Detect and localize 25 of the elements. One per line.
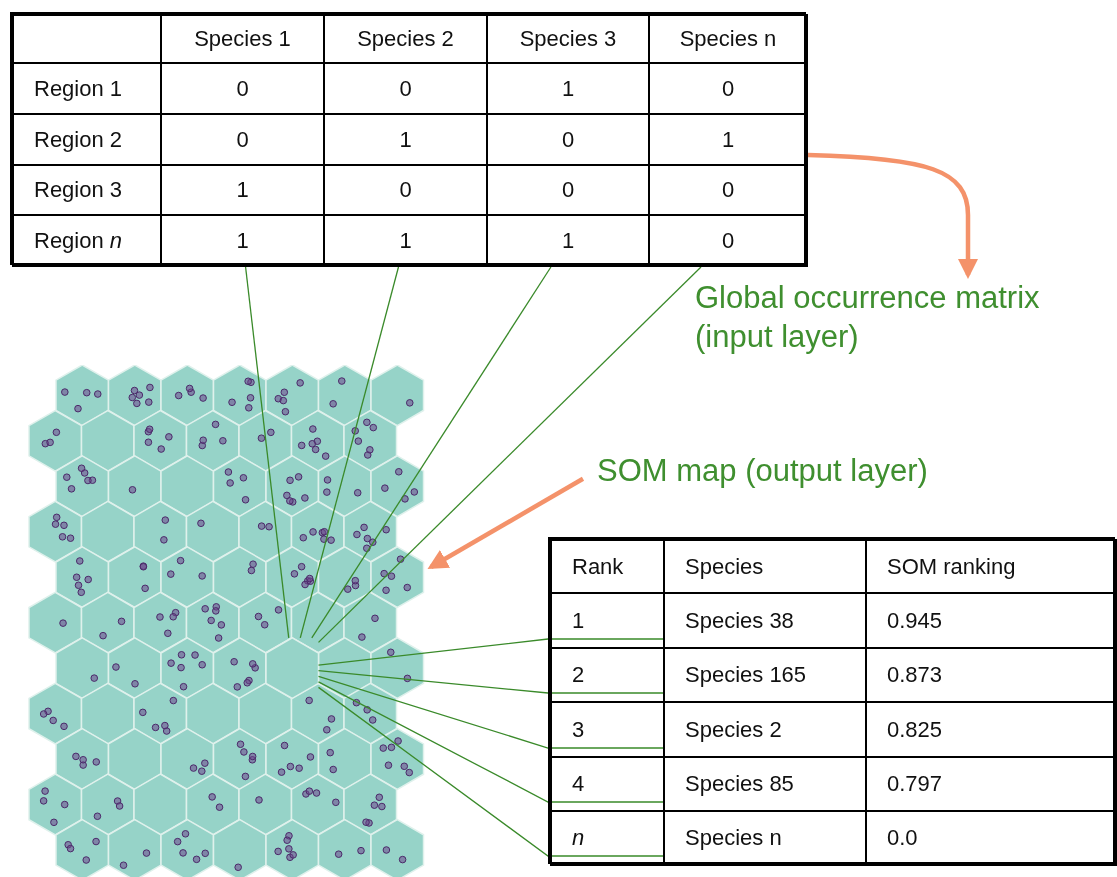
leader-line — [317, 675, 664, 749]
table-cell: n — [550, 810, 665, 866]
som-map-drawing — [28, 365, 425, 877]
arrow — [427, 476, 585, 570]
header-cell — [12, 14, 162, 64]
leader-line — [299, 266, 400, 639]
leader-line — [317, 670, 664, 694]
map-cell — [265, 636, 320, 700]
leader-line — [317, 266, 702, 643]
header-cell: Species n — [648, 14, 808, 64]
arrow — [807, 152, 979, 280]
layer-label: SOM map (output layer) — [597, 452, 928, 491]
leader-line — [317, 638, 664, 666]
layer-label: Global occurrence matrix (input layer) — [695, 279, 1115, 357]
table-cell: 0 — [648, 214, 808, 267]
leader-line — [317, 681, 664, 803]
leader-line — [311, 266, 552, 639]
leader-line — [244, 266, 290, 639]
data-table — [548, 537, 1115, 864]
data-table — [10, 12, 806, 265]
table-cell: Region n — [12, 214, 162, 267]
header-cell: SOM ranking — [865, 539, 1117, 594]
table-cell: 0.0 — [865, 810, 1117, 866]
header-cell: Rank — [550, 539, 665, 594]
leader-line — [317, 686, 664, 857]
